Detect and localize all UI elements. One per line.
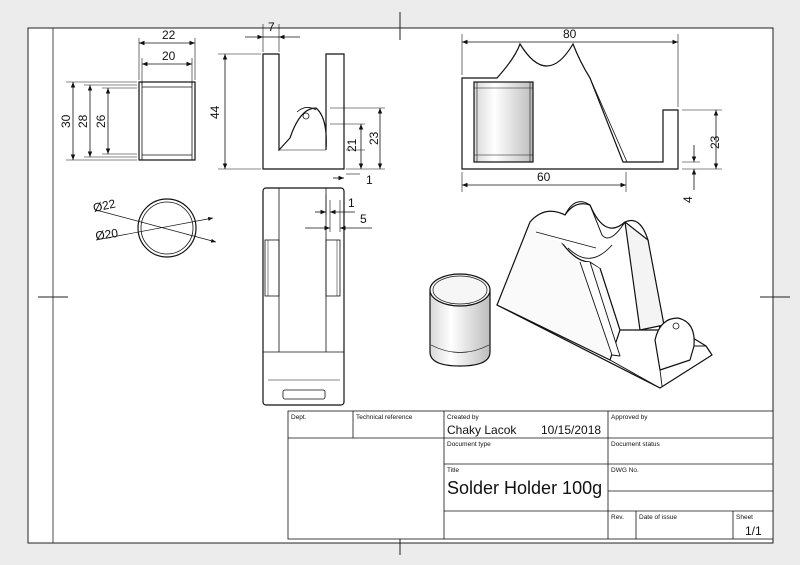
dim-gap-1: 1 <box>348 196 355 210</box>
dim-slot-23: 23 <box>367 131 381 145</box>
dim-inner-diameter: Ø20 <box>94 226 119 243</box>
tb-title-value: Solder Holder 100g <box>447 478 602 498</box>
holder-front-view <box>218 24 385 181</box>
dim-width-inner: 20 <box>162 49 176 63</box>
title-block <box>287 410 774 540</box>
tb-doc-type-label: Document type <box>447 441 491 448</box>
dim-outer-diameter: Ø22 <box>92 196 117 214</box>
dim-width-outer: 22 <box>162 28 176 42</box>
cylinder-front-view <box>66 38 196 161</box>
tb-title-label: Title <box>447 467 459 474</box>
tb-rev-label: Rev. <box>611 514 624 521</box>
tb-tech-ref-label: Technical reference <box>356 414 413 421</box>
tb-sheet-value: 1/1 <box>745 524 762 538</box>
dim-height-44: 44 <box>208 105 222 119</box>
dim-gap-5: 5 <box>360 212 367 226</box>
dim-thickness: 7 <box>268 20 275 34</box>
cylinder-circle-view <box>95 198 217 258</box>
tb-dept-label: Dept. <box>291 414 307 421</box>
cylinder-isometric-view <box>429 273 491 367</box>
dim-base-60: 60 <box>537 170 551 184</box>
tb-sheet-label: Sheet <box>736 514 753 521</box>
holder-isometric-view <box>496 201 713 389</box>
inner-frame <box>52 27 774 544</box>
tb-dwg-no-label: DWG No. <box>611 467 639 474</box>
dim-height-28: 28 <box>76 114 90 128</box>
tb-doc-status-label: Document status <box>611 441 661 448</box>
dim-height-total: 30 <box>59 114 73 128</box>
tb-date-value: 10/15/2018 <box>541 423 601 437</box>
dim-length-80: 80 <box>563 27 577 41</box>
holder-top-view <box>262 187 372 406</box>
tb-approved-by-label: Approved by <box>611 414 648 421</box>
dim-height-26: 26 <box>94 114 108 128</box>
tb-date-of-issue-label: Date of issue <box>639 514 677 521</box>
tb-created-by-label: Created by <box>447 414 480 421</box>
dim-offset-1: 1 <box>366 173 373 187</box>
holder-side-view <box>461 34 722 192</box>
tb-created-by-value: Chaky Lacok <box>447 423 517 437</box>
dim-slot-21: 21 <box>345 138 359 152</box>
dim-base-4: 4 <box>681 196 695 203</box>
dim-post-23: 23 <box>708 135 722 149</box>
